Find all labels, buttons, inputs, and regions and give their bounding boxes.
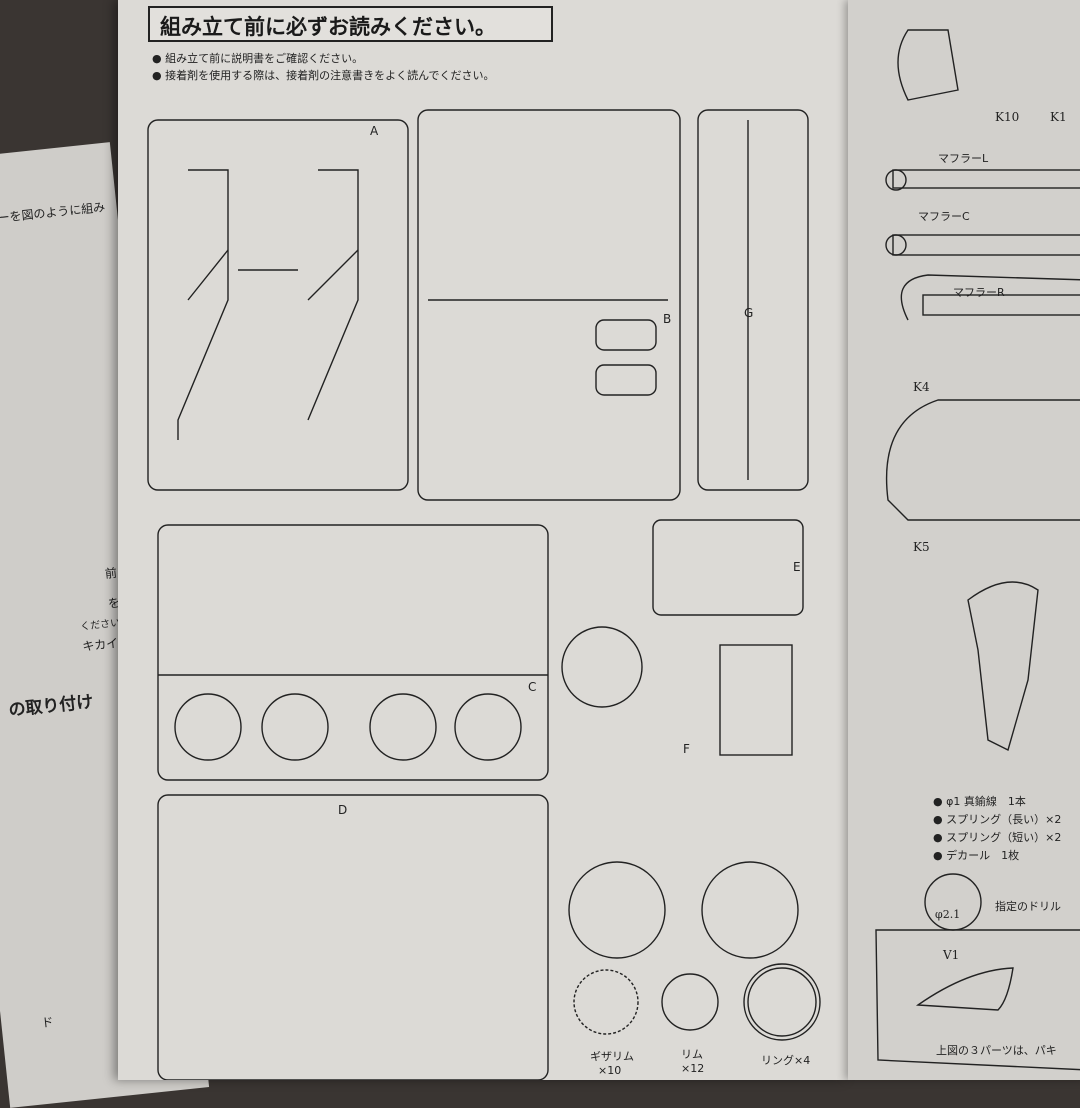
sprue-letter: F: [683, 742, 690, 756]
left-side-text: ください: [79, 617, 121, 633]
right-page: K10 K1 マフラーL マフラーC マフラーR K4 K5 φ1 真鍮線 1本…: [848, 0, 1080, 1080]
sprue-a: [147, 119, 409, 491]
gear-rim-label: ギザリム: [590, 1050, 634, 1063]
notes: 組み立て前に説明書をご確認ください。 接着剤を使用する際は、接着剤の注意書きをよ…: [152, 50, 495, 84]
sprue-letter: G: [744, 306, 754, 320]
ring: [743, 963, 821, 1041]
page-title: 組み立て前に必ずお読みください。: [148, 6, 553, 42]
part-label: K1: [1050, 110, 1067, 124]
note: 接着剤を使用する際は、接着剤の注意書きをよく読んでください。: [152, 67, 494, 84]
left-label: ド: [40, 1014, 55, 1031]
part-label: K10: [995, 110, 1020, 124]
sprue-e: [652, 519, 804, 616]
sprue-b: [417, 109, 681, 501]
part-label: K4: [913, 380, 930, 394]
gear-rim: [573, 969, 639, 1035]
footer-note: 上図の３パーツは、パキ: [936, 1044, 1057, 1057]
sprue-diagrams: [147, 109, 821, 1080]
sprue-letter: D: [338, 803, 348, 817]
decal-sheet: [719, 644, 793, 756]
left-side-text: 前: [104, 565, 118, 581]
sprue-d: [157, 794, 549, 1080]
item: φ1 真鍮線 1本: [933, 793, 1061, 811]
part-label: V1: [943, 948, 960, 962]
ring-label: リング×4: [761, 1054, 811, 1067]
frame-part: [177, 169, 359, 440]
tire: [568, 861, 666, 959]
drill-text: 指定のドリル: [995, 900, 1061, 913]
sprue-g: [697, 109, 809, 491]
sprue-letter: A: [370, 124, 379, 138]
rim: [661, 973, 719, 1031]
part-label: K5: [913, 540, 930, 554]
wheels: [174, 693, 522, 761]
sprue-c: [157, 524, 549, 781]
included-items: φ1 真鍮線 1本 スプリング（長い）×2 スプリング（短い）×2 デカール 1…: [933, 793, 1061, 865]
tire: [561, 626, 643, 708]
rim-label: リム: [681, 1048, 703, 1061]
item: デカール 1枚: [933, 847, 1061, 865]
left-heading: の取り付け: [7, 692, 95, 721]
drill-size: φ2.1: [935, 908, 961, 921]
item: スプリング（長い）×2: [933, 811, 1061, 829]
part-drawings: [875, 29, 1080, 1071]
item: スプリング（短い）×2: [933, 829, 1061, 847]
sprue-letter: C: [528, 680, 537, 694]
part-label: マフラーC: [918, 210, 970, 223]
part-label: マフラーL: [938, 152, 989, 165]
instruction-page: 組み立て前に必ずお読みください。 組み立て前に説明書をご確認ください。 接着剤を…: [118, 0, 848, 1080]
sprue-letter: B: [663, 312, 672, 326]
note: 組み立て前に説明書をご確認ください。: [152, 50, 495, 67]
left-text: カイダーを図のように組み: [0, 200, 106, 229]
sprue-letter: E: [793, 560, 801, 574]
gear-rim-qty: ×10: [598, 1064, 622, 1077]
rim-qty: ×12: [681, 1062, 705, 1075]
drill-icon: [924, 873, 982, 931]
part-label: マフラーR: [953, 286, 1005, 299]
